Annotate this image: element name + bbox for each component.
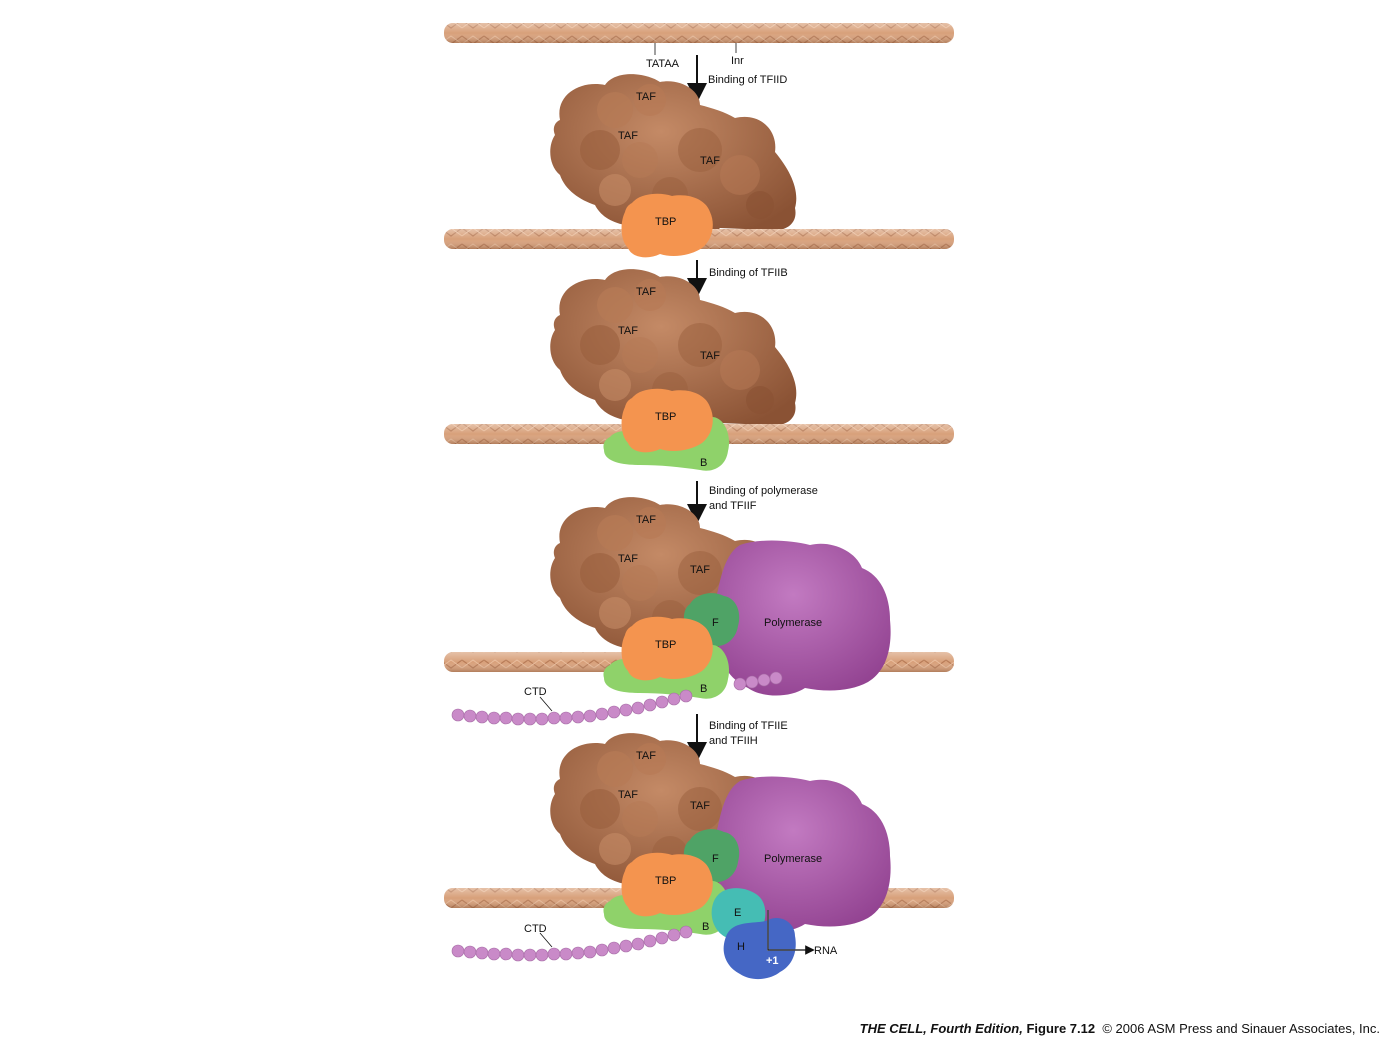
ctd-label: CTD (524, 923, 547, 935)
tbp-protein (621, 852, 713, 917)
taf-label: TAF (618, 325, 638, 337)
dna-strand-1 (444, 23, 954, 43)
taf-label: TAF (700, 350, 720, 362)
caption-book-title: THE CELL, Fourth Edition, (859, 1021, 1023, 1036)
rna-label: RNA (814, 945, 838, 957)
tbp-label: TBP (655, 639, 676, 651)
inr-label: Inr (731, 55, 744, 67)
step-label-tfiie-line2: and TFIIH (709, 735, 758, 747)
tfiif-label: F (712, 617, 719, 629)
step-label-polymerase-line2: and TFIIF (709, 500, 757, 512)
taf-label: TAF (618, 553, 638, 565)
complex-step-2: TAF TAF TAF TBP B (444, 269, 954, 471)
complex-step-1: TAF TAF TAF TBP (444, 74, 954, 258)
tfiib-label: B (702, 921, 709, 933)
tbp-protein (621, 193, 713, 258)
taf-label: TAF (700, 155, 720, 167)
taf-label: TAF (636, 286, 656, 298)
tfiif-label: F (712, 853, 719, 865)
tataa-label: TATAA (646, 58, 680, 70)
tbp-protein (621, 388, 713, 453)
step-label-tfiid: Binding of TFIID (708, 74, 787, 86)
ctd-tail (451, 925, 693, 962)
taf-label: TAF (618, 789, 638, 801)
caption-copyright: © 2006 ASM Press and Sinauer Associates,… (1102, 1021, 1380, 1036)
complex-step-4: TAF TAF TAF Polymerase F TBP B E H CTD (444, 733, 954, 980)
taf-label: TAF (690, 564, 710, 576)
tbp-label: TBP (655, 216, 676, 228)
taf-label: TAF (636, 750, 656, 762)
start-site-arrow (767, 910, 815, 955)
polymerase-label: Polymerase (764, 617, 822, 629)
step-label-tfiib: Binding of TFIIB (709, 267, 788, 279)
tfiib-label: B (700, 457, 707, 469)
ctd-label: CTD (524, 686, 547, 698)
step-label-polymerase-line1: Binding of polymerase (709, 485, 818, 497)
tbp-protein (621, 616, 713, 681)
ctd-pointer (539, 696, 553, 712)
ctd-pointer (539, 932, 553, 948)
step-label-tfiie-line1: Binding of TFIIE (709, 720, 788, 732)
tfiib-label: B (700, 683, 707, 695)
plus-one-label: +1 (766, 955, 779, 967)
tfiie-label: E (734, 907, 741, 919)
tbp-label: TBP (655, 875, 676, 887)
taf-label: TAF (618, 130, 638, 142)
tbp-label: TBP (655, 411, 676, 423)
complex-step-3: TAF TAF TAF Polymerase F TBP B CTD (444, 497, 954, 726)
ctd-tail (451, 671, 783, 726)
caption-figure-number: Figure 7.12 (1026, 1021, 1096, 1036)
tfiih-protein (723, 917, 796, 980)
figure-caption: THE CELL, Fourth Edition, Figure 7.12 © … (860, 1021, 1380, 1036)
tfiih-label: H (737, 941, 745, 953)
taf-label: TAF (636, 91, 656, 103)
taf-label: TAF (690, 800, 710, 812)
taf-label: TAF (636, 514, 656, 526)
polymerase-label: Polymerase (764, 853, 822, 865)
